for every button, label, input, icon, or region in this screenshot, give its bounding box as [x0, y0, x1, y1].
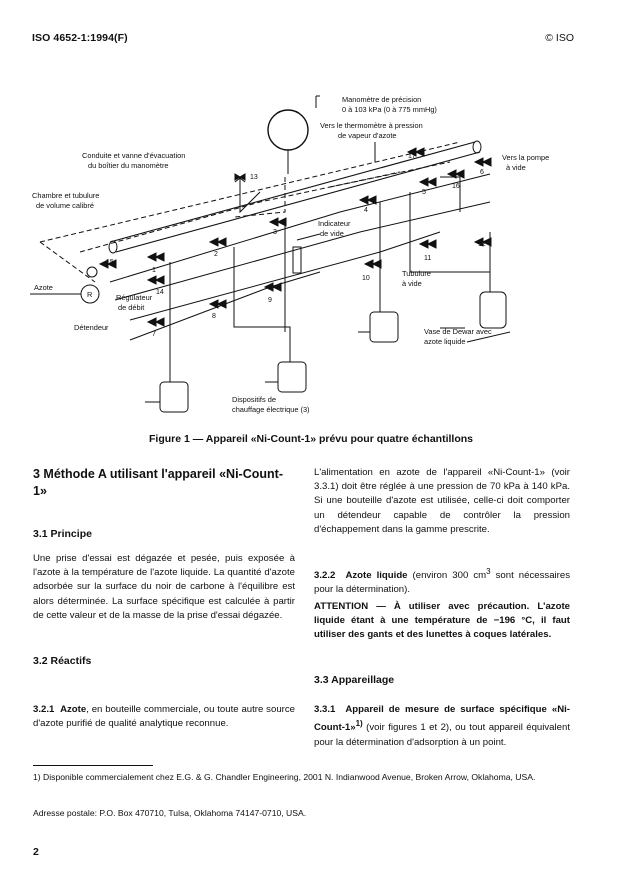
azote-term: Azote: [60, 704, 87, 715]
label-evacuation-2: du boîtier du manomètre: [88, 161, 169, 170]
clause-number: 3.2.1: [33, 704, 55, 715]
label-thermometer-1: Vers le thermomètre à pression: [320, 121, 423, 130]
label-flow-regulator-1: Régulateur: [116, 293, 153, 302]
principle-paragraph: Une prise d'essai est dégazée et pesée, …: [33, 553, 295, 621]
valve-number: 13: [250, 174, 258, 181]
label-pump-1: Vers la pompe: [502, 153, 549, 162]
label-evacuation-1: Conduite et vanne d'évacuation: [82, 151, 185, 160]
azote-paragraph: 3.2.1 Azote, en bouteille commerciale, o…: [33, 703, 295, 731]
liquid-text-post: sont nécessaires pour la détermination).: [314, 570, 570, 596]
apparatus-diagram: Manomètre de précision 0 à 103 kPa (0 à …: [30, 95, 549, 414]
standard-number: ISO 4652-1:1994(F): [32, 32, 128, 44]
clause-number: 3.2.2: [314, 570, 336, 582]
label-dewar-1: Vase de Dewar avec: [424, 327, 492, 336]
label-chamber-1: Chambre et tubulure: [32, 191, 99, 200]
liquid-term: Azote liquide: [345, 570, 408, 582]
valve-number: 2: [214, 251, 218, 258]
section-title: 3 Méthode A utilisant l'appareil «Ni-Cou…: [33, 467, 283, 498]
page-number: 2: [33, 846, 39, 858]
reagents-heading: 3.2 Réactifs: [33, 655, 92, 667]
label-vacuum-indicator-2: de vide: [320, 229, 344, 238]
supply-paragraph: L'alimentation en azote de l'appareil «N…: [314, 467, 570, 535]
clause-number: 3.3.1: [314, 704, 336, 715]
figure-caption: Figure 1 — Appareil «Ni-Count-1» prévu p…: [149, 433, 473, 445]
unit-superscript: 3: [486, 567, 491, 576]
apparatus-text: (voir figures 1 et 2), ou tout appareil …: [314, 722, 570, 748]
diagram-labels: Manomètre de précision 0 à 103 kPa (0 à …: [32, 95, 549, 414]
label-manometer-1: Manomètre de précision: [342, 95, 421, 104]
footnote-postal: Adresse postale: P.O. Box 470710, Tulsa,…: [33, 808, 307, 818]
valve-number: 15: [106, 259, 114, 266]
liquid-nitrogen-paragraph: 3.2.2 Azote liquide (environ 300 cm3 son…: [314, 565, 570, 598]
label-vacuum-indicator-1: Indicateur: [318, 219, 351, 228]
valve-number: 10: [362, 275, 370, 282]
apparatus-heading: 3.3 Appareillage: [314, 674, 395, 686]
label-thermometer-2: de vapeur d'azote: [338, 131, 397, 140]
label-chamber-2: de volume calibré: [36, 201, 94, 210]
valve-number: 7: [152, 331, 156, 338]
valve-number: 1: [152, 267, 156, 274]
footnote-divider: [33, 765, 153, 766]
label-vacuum-tube-1: Tubulure: [402, 269, 431, 278]
valve-number: 16: [452, 183, 460, 190]
footnote-1: 1) Disponible commercialement chez E.G. …: [33, 772, 536, 782]
valve-number: 11: [424, 255, 431, 262]
label-manometer-2: 0 à 103 kPa (0 à 775 mmHg): [342, 105, 437, 114]
attention-warning: ATTENTION — À utiliser avec précaution. …: [314, 601, 570, 641]
liquid-text-pre: (environ 300 cm: [407, 570, 487, 582]
principle-heading: 3.1 Principe: [33, 528, 92, 540]
valve-number: 12: [478, 241, 486, 248]
label-nitrogen: Azote: [34, 283, 53, 292]
valve-number: 4: [364, 207, 368, 214]
valve-number: 17: [408, 153, 416, 160]
label-dewar-2: azote liquide: [424, 337, 466, 346]
label-regulator-symbol: R: [87, 290, 92, 299]
label-vacuum-tube-2: à vide: [402, 279, 422, 288]
copyright-mark: © ISO: [545, 32, 574, 44]
valve-number: 9: [268, 297, 272, 304]
label-flow-regulator-2: de débit: [118, 303, 144, 312]
valve-number: 6: [480, 169, 484, 176]
valve-number: 3: [273, 229, 277, 236]
label-expander: Détendeur: [74, 323, 109, 332]
footnote-ref: 1): [355, 719, 363, 729]
label-pump-2: à vide: [506, 163, 526, 172]
label-heaters-1: Dispositifs de: [232, 395, 276, 404]
valve-number: 14: [156, 289, 164, 296]
apparatus-paragraph: 3.3.1 Appareil de mesure de surface spéc…: [314, 703, 570, 750]
valve-number: 5: [422, 189, 426, 196]
label-heaters-2: chauffage électrique (3): [232, 405, 310, 414]
valve-number: 8: [212, 313, 216, 320]
azote-text: , en bouteille commerciale, ou toute aut…: [33, 704, 295, 730]
apparatus-term: Appareil de mesure de surface spécifique…: [314, 704, 570, 734]
